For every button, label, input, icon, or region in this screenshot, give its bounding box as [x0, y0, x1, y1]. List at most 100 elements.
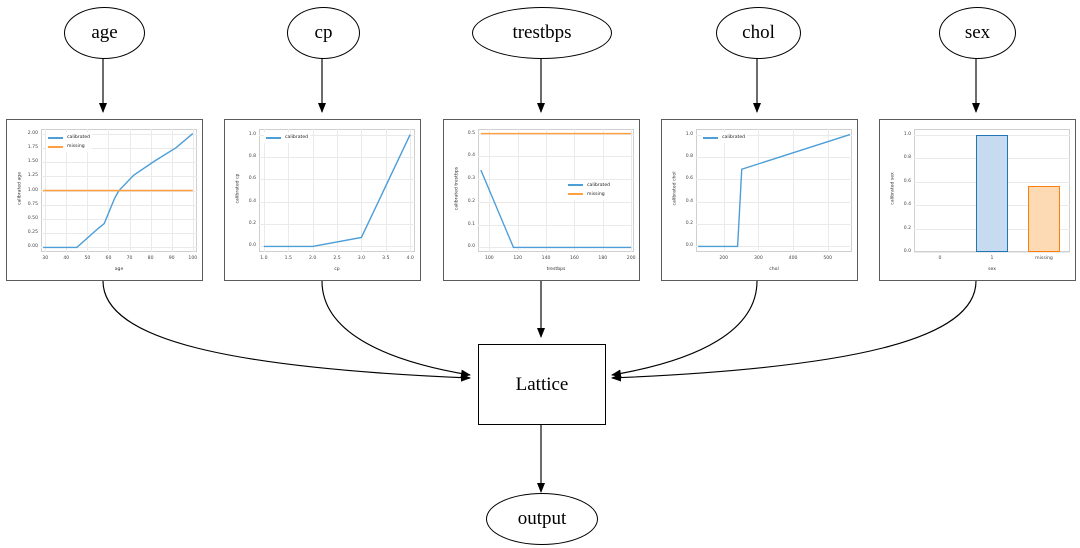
node-chol[interactable]: chol	[716, 7, 801, 59]
node-trestbps[interactable]: trestbps	[472, 7, 612, 59]
x-axis-label: cp	[334, 267, 340, 272]
gridline-vertical	[631, 129, 633, 252]
x-axis-label: sex	[988, 267, 996, 272]
node-sex[interactable]: sex	[939, 7, 1016, 59]
node-cp-label: cp	[314, 22, 333, 43]
series-layer	[698, 133, 851, 248]
x-tick-label: missing	[1035, 256, 1053, 261]
gridline-horizontal	[41, 133, 197, 135]
gridline-vertical	[361, 129, 363, 252]
node-lattice-label: Lattice	[515, 373, 569, 395]
bar-missing[interactable]	[1027, 186, 1061, 252]
gridline-horizontal	[478, 156, 634, 158]
y-axis-label: calibrated cp	[235, 173, 241, 203]
y-tick-label: 0.6	[248, 176, 256, 182]
edge-age-plot-to-lattice	[102, 280, 471, 382]
axis-spine	[1069, 129, 1070, 252]
x-tick-label: 120	[513, 256, 523, 261]
y-tick-label: 0.2	[248, 221, 256, 227]
gridline-horizontal	[696, 246, 852, 248]
node-age-label: age	[91, 22, 118, 43]
gridline-horizontal	[914, 252, 1070, 253]
gridline-horizontal	[41, 247, 197, 249]
legend-swatch	[48, 145, 63, 148]
gridline-horizontal	[696, 201, 852, 203]
gridline-horizontal	[696, 156, 852, 158]
node-chol-label: chol	[742, 22, 775, 43]
gridline-horizontal	[41, 233, 197, 235]
y-tick-label: 0.4	[467, 153, 475, 159]
axis-spine	[851, 129, 852, 252]
axis-spine	[259, 129, 260, 252]
x-tick-label: 3.5	[382, 256, 390, 261]
gridline-vertical	[385, 129, 387, 252]
gridline-vertical	[288, 129, 290, 252]
y-tick-label: 0.4	[903, 202, 911, 208]
series-layer	[43, 133, 194, 249]
series-layer	[263, 134, 411, 248]
y-tick-label: 0.8	[685, 153, 693, 159]
gridline-horizontal	[41, 218, 197, 220]
gridline-horizontal	[478, 201, 634, 203]
x-tick-label: 60	[105, 256, 112, 261]
bar-1[interactable]	[975, 134, 1009, 252]
y-tick-label: 0.8	[248, 153, 256, 159]
node-lattice[interactable]: Lattice	[478, 344, 606, 425]
axis-spine	[478, 129, 479, 252]
legend-entry: calibrated	[703, 133, 745, 142]
x-tick-label: 200	[719, 256, 729, 261]
series-line-calibrated	[43, 133, 194, 249]
y-tick-label: 0.5	[467, 130, 475, 136]
gridline-horizontal	[696, 134, 852, 136]
x-tick-label: 1.5	[284, 256, 292, 261]
gridline-vertical	[793, 129, 795, 252]
y-tick-label: 0.4	[248, 198, 256, 204]
x-tick-label: 200	[626, 256, 636, 261]
node-output[interactable]: output	[486, 493, 598, 545]
x-tick-label: 300	[754, 256, 763, 261]
x-axis-label: trestbps	[546, 267, 566, 272]
axis-spine	[41, 251, 197, 252]
node-cp[interactable]: cp	[287, 7, 360, 59]
gridline-horizontal	[696, 179, 852, 181]
series-line-calibrated	[480, 169, 632, 249]
x-tick-label: 1	[990, 256, 994, 261]
axis-spine	[41, 129, 197, 130]
gridline-horizontal	[41, 162, 197, 164]
axis-spine	[633, 129, 634, 252]
gridline-vertical	[410, 129, 412, 252]
node-age[interactable]: age	[64, 7, 145, 59]
series-line-calibrated	[698, 133, 851, 248]
axes-area	[259, 129, 415, 252]
gridline-vertical	[827, 129, 829, 252]
x-tick-label: 2.5	[333, 256, 341, 261]
y-tick-label: 0.0	[248, 243, 256, 249]
y-tick-label: 2.00	[27, 130, 38, 136]
gridline-vertical	[192, 129, 194, 252]
x-tick-label: 180	[598, 256, 608, 261]
axis-spine	[696, 129, 852, 130]
x-tick-label: 500	[823, 256, 833, 261]
x-tick-label: 80	[147, 256, 154, 261]
edge-cp-plot-to-lattice	[321, 280, 471, 378]
gridline-horizontal	[696, 224, 852, 226]
legend-label: calibrated	[722, 135, 746, 140]
x-axis-label: age	[114, 267, 124, 272]
y-tick-label: 0.2	[685, 221, 693, 227]
edge-chol-plot-to-lattice	[611, 280, 758, 378]
x-tick-label: 30	[42, 256, 49, 261]
x-tick-label: 4.0	[406, 256, 414, 261]
gridline-vertical	[263, 129, 265, 252]
legend-swatch	[266, 136, 281, 139]
axis-spine	[914, 129, 915, 252]
x-tick-label: 100	[484, 256, 494, 261]
